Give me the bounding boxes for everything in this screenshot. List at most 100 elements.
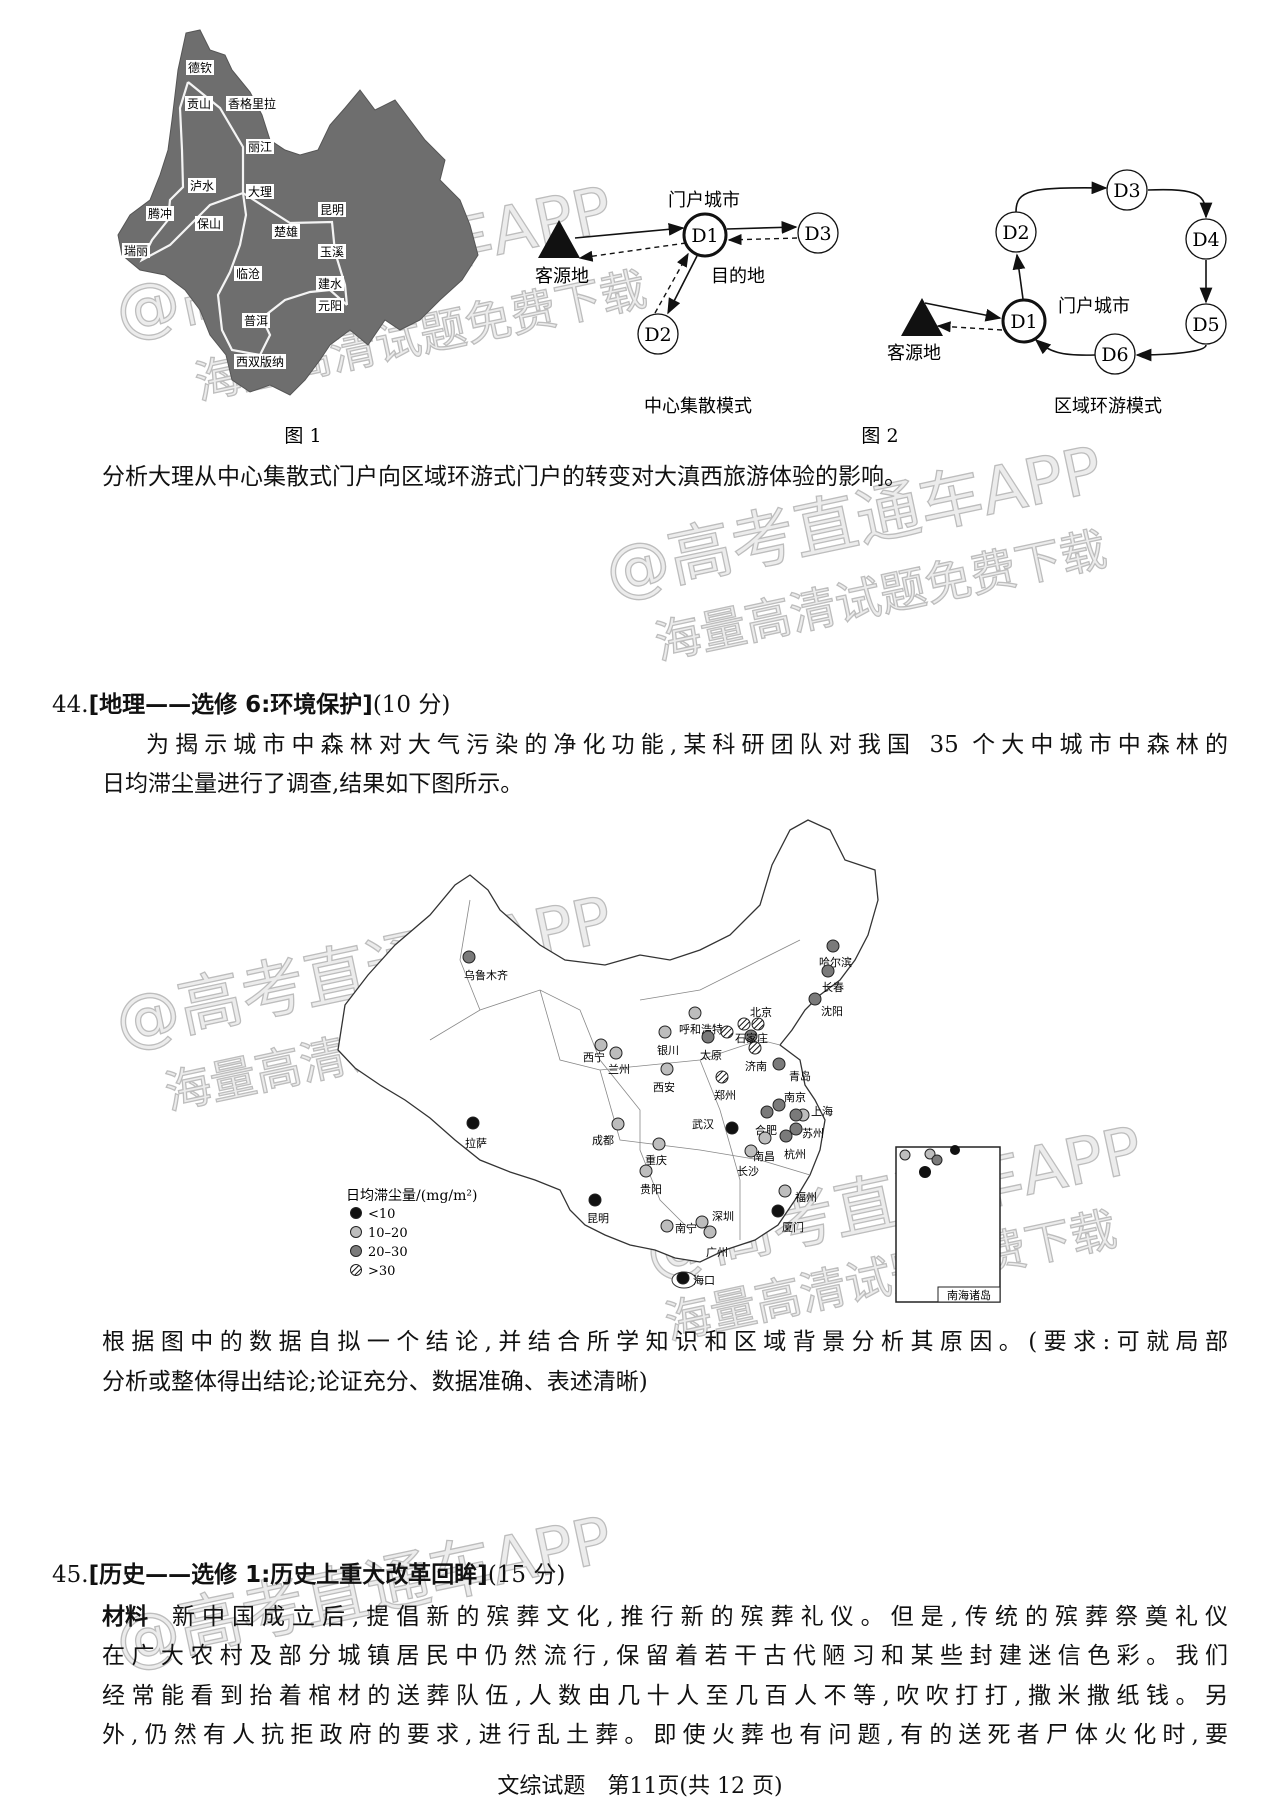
city-label: 杭州 bbox=[784, 1147, 806, 1161]
place-label: 泸水 bbox=[190, 179, 214, 193]
hainan-island bbox=[671, 1271, 697, 1289]
city-marker bbox=[808, 992, 822, 1006]
place-label-bg bbox=[234, 354, 286, 369]
watermark: 海量高清试题免费下载 bbox=[159, 971, 622, 1121]
node-d6 bbox=[1094, 333, 1136, 375]
origin-label: 客源地 bbox=[535, 266, 589, 287]
place-label-bg bbox=[316, 276, 344, 291]
city-marker bbox=[744, 1144, 758, 1158]
province-borders bbox=[429, 899, 811, 1240]
q44-question-line: 根据图中的数据自拟一个结论,并结合所学知识和区域背景分析其原因。(要求:可就局部 bbox=[102, 1329, 1228, 1355]
city-marker bbox=[588, 1193, 602, 1207]
figure-2-diagrams: D1 D2 D3 门户城市 客源地 目的地 中心集散模式 D1 D2 D3 D4… bbox=[535, 169, 1227, 447]
node-label: D2 bbox=[644, 324, 671, 346]
city-label: 哈尔滨 bbox=[819, 955, 852, 969]
city-label: 沈阳 bbox=[821, 1004, 843, 1018]
city-label: 长春 bbox=[822, 981, 844, 994]
q45-material-line: 经常能看到抬着棺材的送葬队伍,人数由几十人至几百人不等,吹吹打打,撒米撒纸钱。另 bbox=[102, 1683, 1228, 1709]
tour-routes bbox=[139, 81, 349, 357]
place-label: 腾冲 bbox=[148, 206, 172, 221]
q44-intro-line: 日均滞尘量进行了调查,结果如下图所示。 bbox=[102, 771, 524, 797]
node-label: D3 bbox=[1113, 180, 1140, 202]
place-label-bg bbox=[122, 243, 150, 258]
origin-label: 客源地 bbox=[887, 343, 941, 364]
place-label-bg bbox=[318, 202, 346, 217]
city-label: 兰州 bbox=[608, 1063, 630, 1076]
place-label-bg bbox=[185, 96, 213, 111]
legend-label: >30 bbox=[368, 1264, 395, 1279]
place-label-bg bbox=[272, 224, 300, 239]
place-label-bg bbox=[226, 96, 278, 111]
place-label-bg bbox=[242, 313, 270, 328]
place-label-bg bbox=[246, 184, 274, 199]
place-label-bg bbox=[195, 216, 223, 231]
legend-swatch bbox=[350, 1207, 362, 1219]
city-marker bbox=[744, 1029, 758, 1043]
city-label: 乌鲁木齐 bbox=[464, 968, 508, 982]
city-marker bbox=[760, 1105, 774, 1119]
q43-prompt: 分析大理从中心集散式门户向区域环游式门户的转变对大滇西旅游体验的影响。 bbox=[102, 464, 907, 490]
node-label: D5 bbox=[1192, 314, 1219, 336]
city-label: 石家庄 bbox=[735, 1031, 768, 1045]
place-label-bg bbox=[188, 178, 216, 193]
diagram-caption: 区域环游模式 bbox=[1054, 396, 1162, 417]
figure-1-yunnan-map: 德钦贡山香格里拉丽江泸水大理腾冲保山瑞丽楚雄昆明玉溪临沧建水元阳普洱西双版纳 图… bbox=[117, 29, 479, 447]
node-d2 bbox=[637, 313, 679, 355]
q45-material-line: 新中国成立后,提倡新的殡葬文化,推行新的殡葬礼仪。但是,传统的殡葬祭奠礼仪 bbox=[172, 1604, 1228, 1630]
china-outline bbox=[337, 819, 879, 1263]
city-marker bbox=[660, 1062, 674, 1076]
node-d3 bbox=[1106, 169, 1148, 211]
city-label: 苏州 bbox=[802, 1127, 824, 1140]
place-label-bg bbox=[318, 244, 346, 259]
destination-label: 目的地 bbox=[711, 266, 765, 287]
watermark: @高考直通车APP bbox=[108, 883, 619, 1062]
city-label: 福州 bbox=[795, 1190, 817, 1204]
city-marker bbox=[796, 1108, 810, 1122]
city-marker bbox=[609, 1046, 623, 1060]
node-label: D1 bbox=[691, 225, 718, 247]
page-footer: 文综试题 第11页(共 12 页) bbox=[497, 1774, 783, 1799]
south-china-sea-inset: 南海诸岛 bbox=[895, 1145, 1001, 1303]
city-label: 北京 bbox=[750, 1005, 772, 1019]
city-label: 广州 bbox=[706, 1246, 728, 1259]
question-title: [地理——选修 6:环境保护] bbox=[88, 692, 373, 718]
watermark: @高考直通车APP bbox=[638, 1113, 1149, 1292]
city-marker bbox=[695, 1215, 709, 1229]
figure-1-label: 图 1 bbox=[284, 425, 321, 447]
city-marker bbox=[688, 1006, 702, 1020]
legend-label: 20–30 bbox=[368, 1245, 408, 1260]
city-label: 深圳 bbox=[712, 1210, 734, 1223]
city-label: 呼和浩特 bbox=[679, 1022, 723, 1036]
legend-swatch bbox=[350, 1245, 362, 1257]
question-number: 44. bbox=[52, 692, 89, 718]
legend-swatch bbox=[350, 1264, 362, 1276]
city-marker bbox=[676, 1271, 690, 1285]
city-marker bbox=[660, 1219, 674, 1233]
place-label-bg bbox=[186, 60, 214, 75]
place-label-bg bbox=[316, 298, 344, 313]
question-score: (10 分) bbox=[372, 692, 451, 718]
question-number: 45. bbox=[52, 1562, 89, 1588]
regional-loop-diagram: D1 D2 D3 D4 D5 D6 门户城市 客源地 区域环游模式 bbox=[887, 169, 1227, 417]
node-d1 bbox=[1001, 298, 1047, 344]
place-label: 西双版纳 bbox=[236, 355, 284, 369]
q45-heading: 45.[历史——选修 1:历史上重大改革回眸](15 分) bbox=[52, 1560, 565, 1590]
city-label: 上海 bbox=[811, 1104, 833, 1118]
inset-label: 南海诸岛 bbox=[947, 1288, 991, 1302]
city-marker bbox=[462, 950, 476, 964]
city-marker bbox=[720, 1025, 734, 1039]
q44-question-line: 分析或整体得出结论;论证充分、数据准确、表述清晰) bbox=[102, 1369, 648, 1395]
city-label: 南宁 bbox=[675, 1221, 697, 1235]
city-marker bbox=[748, 1041, 762, 1055]
place-label: 贡山 bbox=[187, 97, 211, 111]
city-label: 贵阳 bbox=[640, 1183, 662, 1196]
city-marker bbox=[658, 1025, 672, 1039]
city-label: 南京 bbox=[784, 1090, 806, 1104]
place-label: 丽江 bbox=[248, 140, 272, 154]
place-label-bg bbox=[146, 206, 174, 221]
city-label: 济南 bbox=[745, 1059, 767, 1073]
city-marker bbox=[826, 939, 840, 953]
node-d5 bbox=[1185, 303, 1227, 345]
city-marker bbox=[737, 1017, 751, 1031]
